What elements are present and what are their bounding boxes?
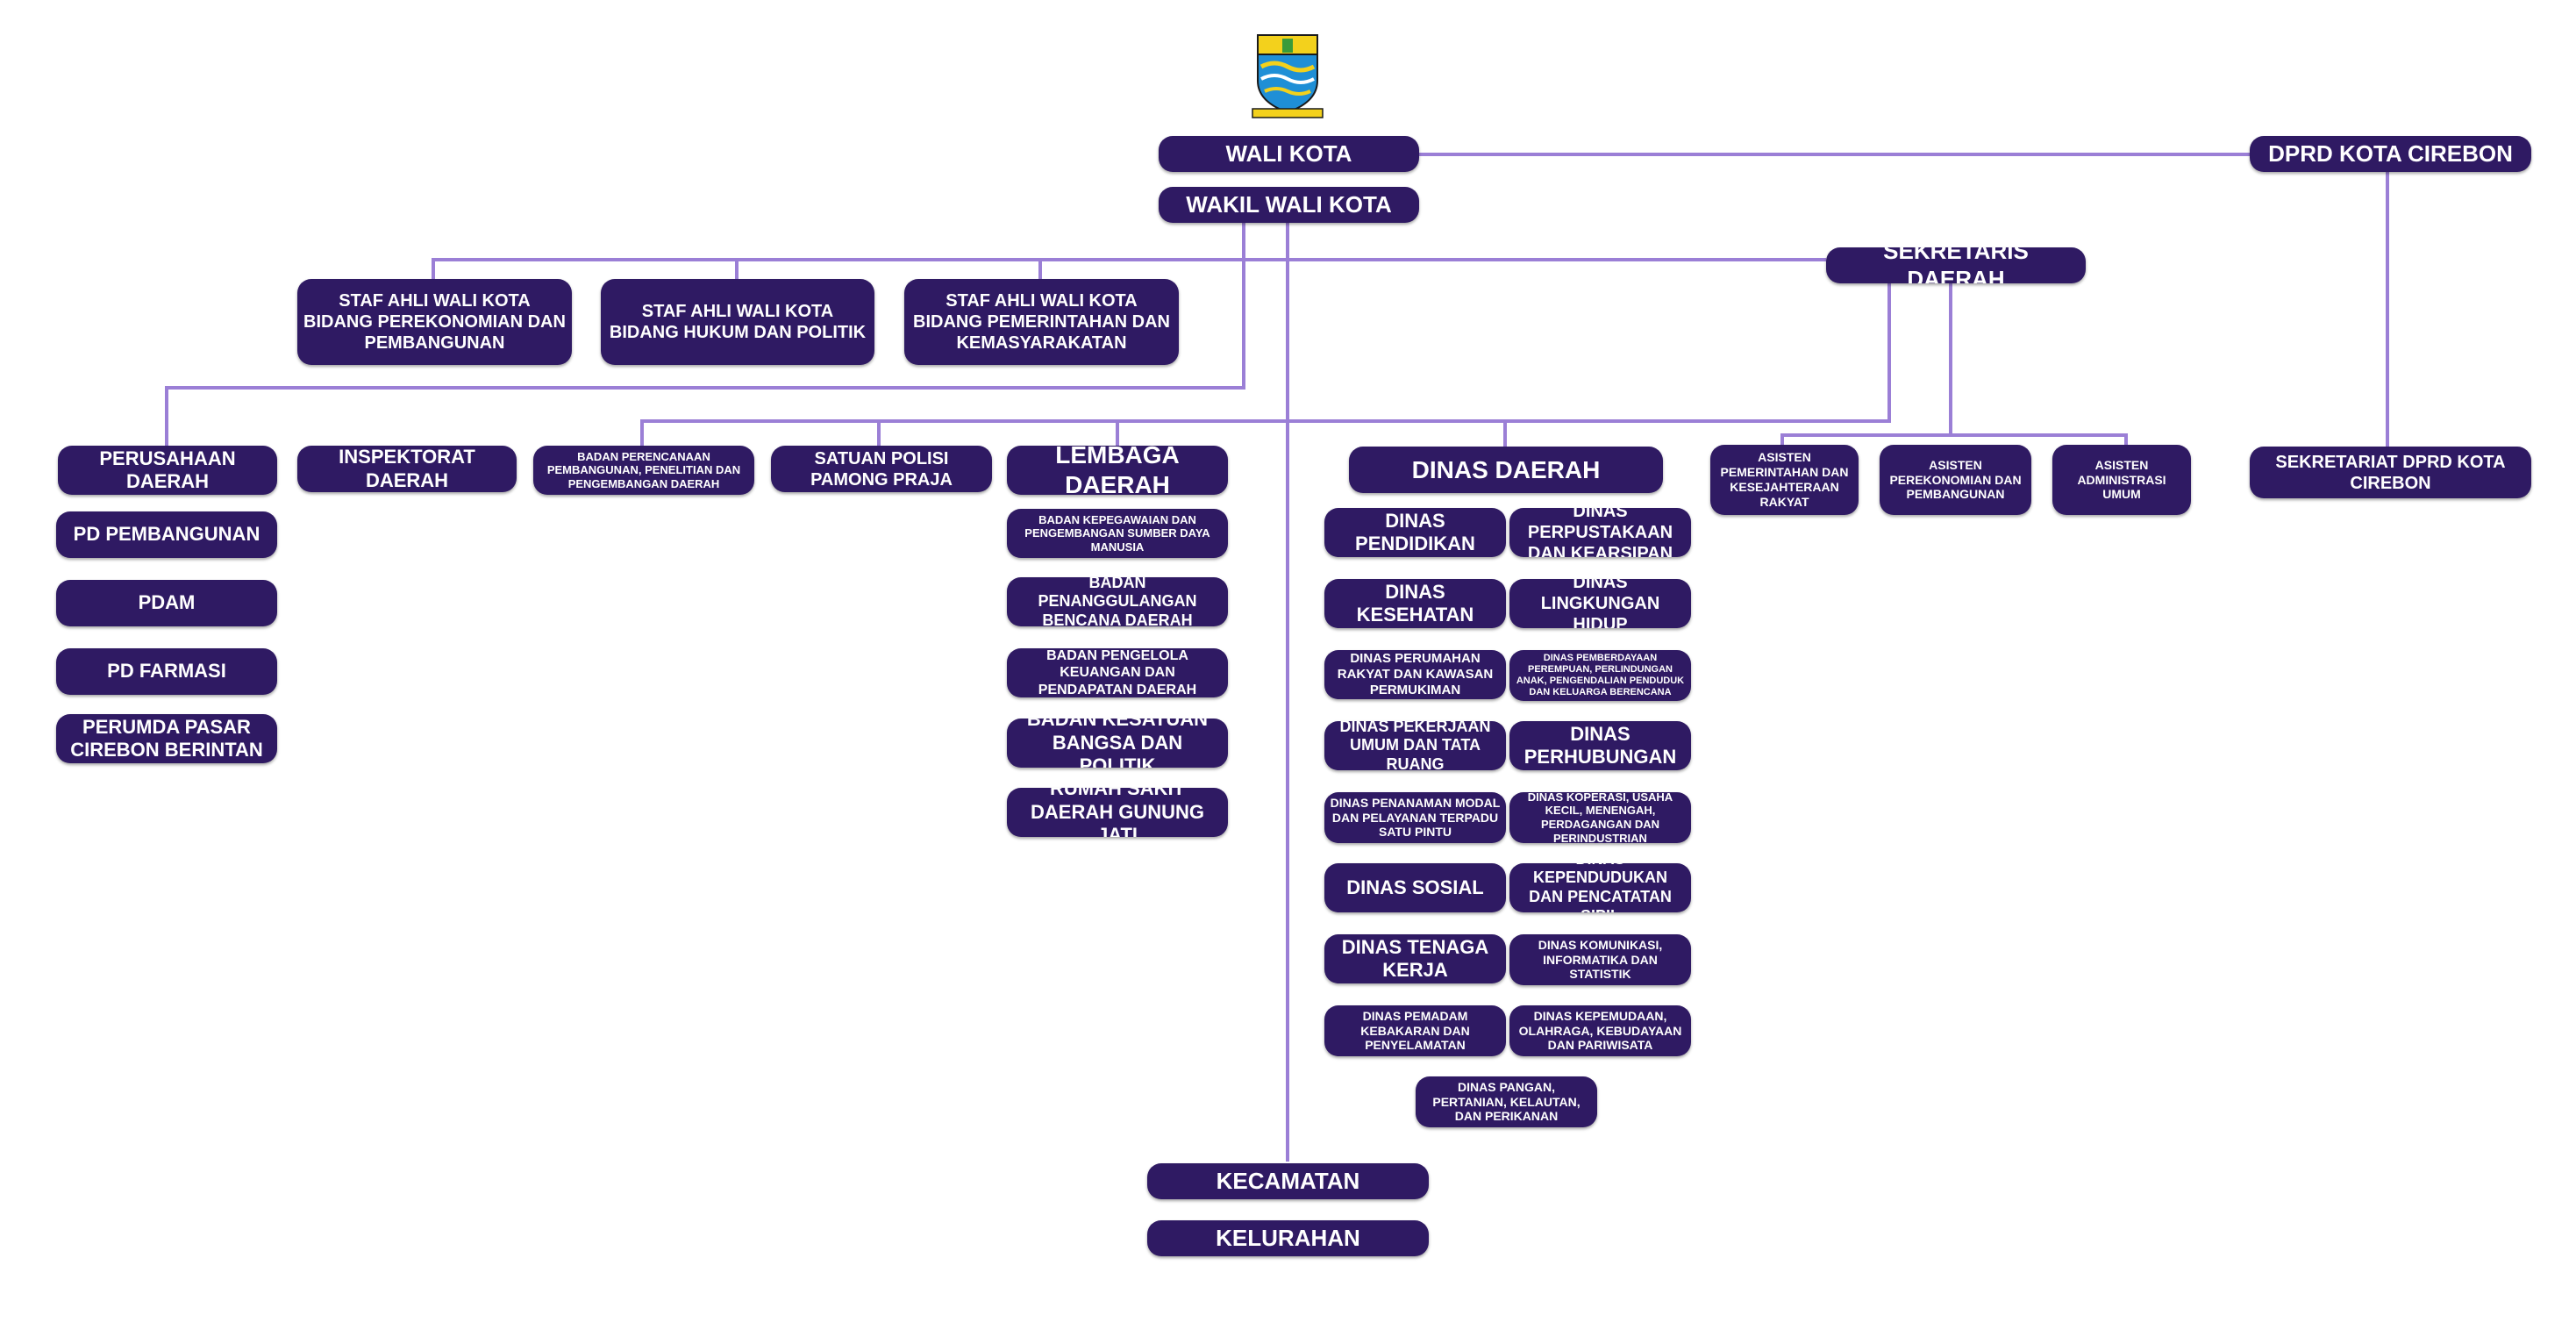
line-wakil-left <box>165 219 1245 447</box>
dinas-item: DINAS PENANAMAN MODAL DAN PELAYANAN TERP… <box>1324 792 1506 843</box>
dinas-item: DINAS PENDIDIKAN <box>1324 508 1506 557</box>
perusahaan-item: PERUMDA PASAR CIREBON BERINTAN <box>56 714 277 763</box>
dinas-item: DINAS KESEHATAN <box>1324 579 1506 628</box>
line-sekda-down <box>640 281 1891 423</box>
lembaga-item: BADAN KEPEGAWAIAN DAN PENGEMBANGAN SUMBE… <box>1007 509 1228 558</box>
perusahaan-item: PD FARMASI <box>56 648 277 695</box>
sekretaris-daerah-box: SEKRETARIS DAERAH <box>1826 247 2086 283</box>
dinas-item: DINAS PEMBERDAYAAN PEREMPUAN, PERLINDUNG… <box>1509 650 1691 701</box>
wali-kota-box: WALI KOTA <box>1159 136 1419 172</box>
staf-ahli-box: STAF AHLI WALI KOTA BIDANG PEREKONOMIAN … <box>297 279 572 365</box>
dinas-item: DINAS KOPERASI, USAHA KECIL, MENENGAH, P… <box>1509 792 1691 843</box>
dinas-item: DINAS TENAGA KERJA <box>1324 934 1506 983</box>
cirebon-emblem-logo <box>1252 34 1324 118</box>
lembaga-item: BADAN PENANGGULANGAN BENCANA DAERAH <box>1007 577 1228 626</box>
asisten-box: ASISTEN PEREKONOMIAN DAN PEMBANGUNAN <box>1880 445 2031 515</box>
lembaga-daerah-header: LEMBAGA DAERAH <box>1007 446 1228 495</box>
dinas-item: DINAS PEKERJAAN UMUM DAN TATA RUANG <box>1324 721 1506 770</box>
dinas-item: DINAS SOSIAL <box>1324 863 1506 912</box>
lembaga-item: BADAN KESATUAN BANGSA DAN POLITIK <box>1007 719 1228 768</box>
dinas-item: DINAS PANGAN, PERTANIAN, KELAUTAN, DAN P… <box>1416 1076 1597 1127</box>
dinas-item: DINAS PEMADAM KEBAKARAN DAN PENYELAMATAN <box>1324 1005 1506 1056</box>
dinas-item: DINAS LINGKUNGAN HIDUP <box>1509 579 1691 628</box>
wakil-wali-kota-box: WAKIL WALI KOTA <box>1159 187 1419 223</box>
perusahaan-item: PDAM <box>56 580 277 626</box>
dinas-item: DINAS KOMUNIKASI, INFORMATIKA DAN STATIS… <box>1509 934 1691 985</box>
satpol-pp-box: SATUAN POLISI PAMONG PRAJA <box>771 446 992 492</box>
inspektorat-box: INSPEKTORAT DAERAH <box>297 446 517 492</box>
dinas-item: DINAS KEPENDUDUKAN DAN PENCATATAN SIPIL <box>1509 863 1691 912</box>
badan-perencanaan-box: BADAN PERENCANAAN PEMBANGUNAN, PENELITIA… <box>533 446 754 495</box>
staf-ahli-box: STAF AHLI WALI KOTA BIDANG HUKUM DAN POL… <box>601 279 874 365</box>
sekretariat-dprd-box: SEKRETARIAT DPRD KOTA CIREBON <box>2250 447 2531 498</box>
perusahaan-daerah-header: PERUSAHAAN DAERAH <box>58 446 277 495</box>
dprd-box: DPRD KOTA CIREBON <box>2250 136 2531 172</box>
dinas-item: DINAS PERUMAHAN RAKYAT DAN KAWASAN PERMU… <box>1324 650 1506 699</box>
dinas-item: DINAS KEPEMUDAAN, OLAHRAGA, KEBUDAYAAN D… <box>1509 1005 1691 1056</box>
dinas-daerah-header: DINAS DAERAH <box>1349 447 1663 493</box>
lembaga-item: RUMAH SAKIT DAERAH GUNUNG JATI <box>1007 788 1228 837</box>
kelurahan-box: KELURAHAN <box>1147 1220 1429 1256</box>
staf-ahli-box: STAF AHLI WALI KOTA BIDANG PEMERINTAHAN … <box>904 279 1179 365</box>
dinas-item: DINAS PERHUBUNGAN <box>1509 721 1691 770</box>
asisten-box: ASISTEN PEMERINTAHAN DAN KESEJAHTERAAN R… <box>1710 445 1859 515</box>
dinas-item: DINAS PERPUSTAKAAN DAN KEARSIPAN <box>1509 508 1691 557</box>
asisten-box: ASISTEN ADMINISTRASI UMUM <box>2052 445 2191 515</box>
lembaga-item: BADAN PENGELOLA KEUANGAN DAN PENDAPATAN … <box>1007 648 1228 697</box>
kecamatan-box: KECAMATAN <box>1147 1163 1429 1199</box>
perusahaan-item: PD PEMBANGUNAN <box>56 511 277 558</box>
